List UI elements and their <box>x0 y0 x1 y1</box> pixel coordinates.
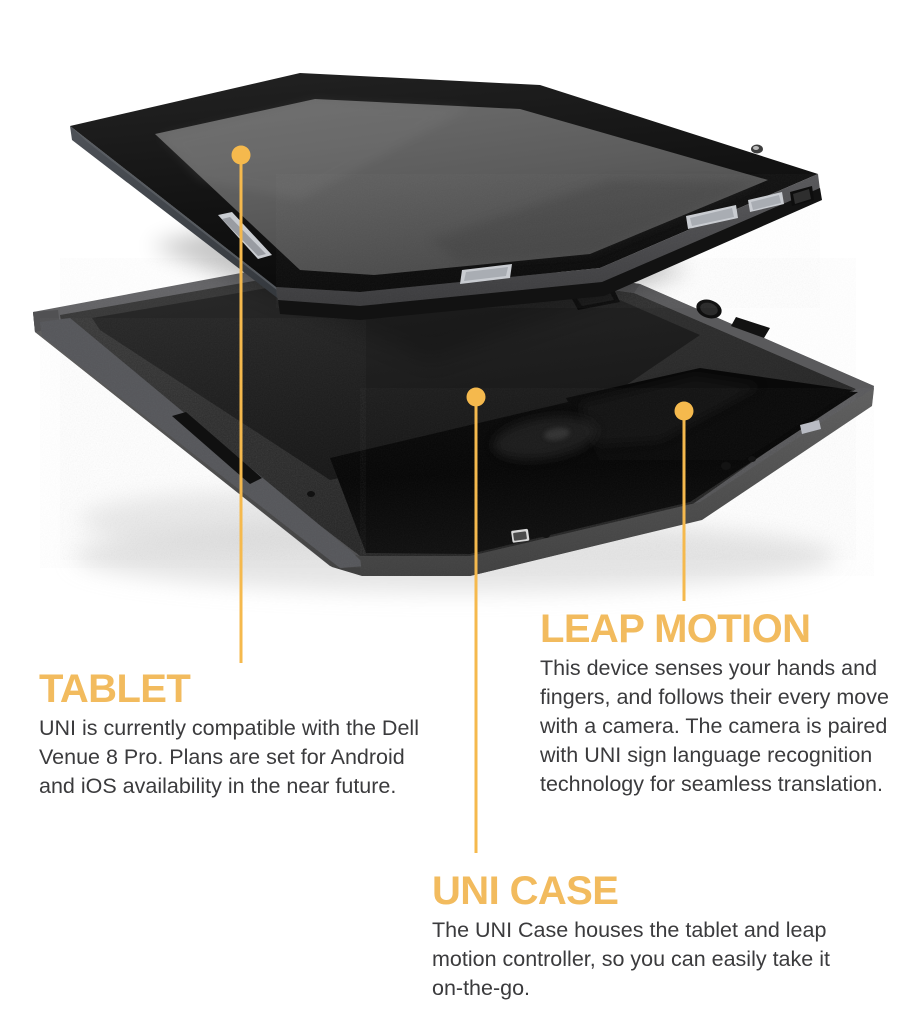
case-pin-hole-a <box>495 537 505 545</box>
tablet-port-right-inner <box>793 189 811 204</box>
tablet-left-side-inner <box>70 126 278 291</box>
tablet <box>70 73 822 360</box>
callout-leap-motion-heading: LEAP MOTION <box>540 607 811 651</box>
tablet-front-side-grain <box>276 174 820 308</box>
callout-leap-motion-body: This device senses your hands and finger… <box>540 656 889 796</box>
tablet-screen-sheen <box>160 101 470 200</box>
callout-uni-case-heading: UNI CASE <box>432 869 619 913</box>
tablet-button-left-1-shade <box>222 217 266 256</box>
callout-tablet-heading: TABLET <box>39 667 191 711</box>
case-pin-hole-b <box>542 532 550 538</box>
callout-uni-case-body: The UNI Case houses the tablet and leap … <box>432 918 830 1000</box>
callout-tablet-body: UNI is currently compatible with the Del… <box>39 716 419 798</box>
case-side-slot <box>731 317 770 338</box>
case-pin-hole-c <box>721 462 731 470</box>
tablet-buttons-front <box>460 264 512 284</box>
leap-camera-lens <box>544 427 570 441</box>
uni-case <box>33 247 874 576</box>
case-lens-hole-inner <box>700 302 718 316</box>
callout-leap-motion: LEAP MOTION This device senses your hand… <box>540 608 910 799</box>
case-pin-hole-d <box>748 456 756 462</box>
tablet-bumper-lip <box>278 188 822 320</box>
callout-uni-case: UNI CASE The UNI Case houses the tablet … <box>432 870 852 1003</box>
case-mic-hole-left <box>307 491 315 497</box>
case-right-rim <box>634 284 874 389</box>
leap-camera-reflection <box>493 416 597 460</box>
leap-motion-band-sheen <box>580 376 760 444</box>
case-front-right-rim-grain <box>360 388 874 576</box>
case-connector-port <box>511 528 530 543</box>
callout-tablet: TABLET UNI is currently compatible with … <box>39 668 439 801</box>
tablet-screen-sheen-2 <box>430 180 760 262</box>
case-side-button <box>800 420 821 434</box>
tablet-front-camera-glint <box>753 146 759 150</box>
tablet-buttons-right <box>686 192 784 229</box>
